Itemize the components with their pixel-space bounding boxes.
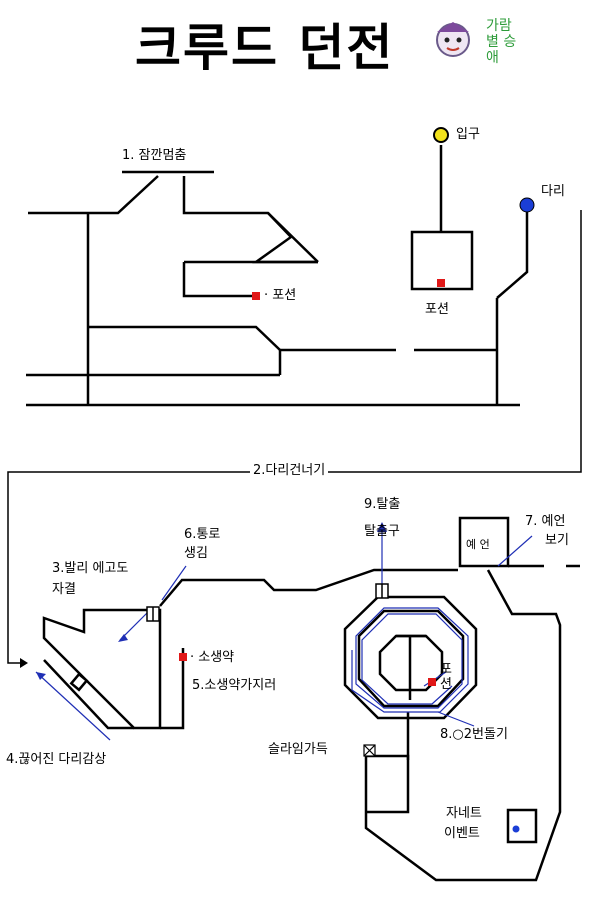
entrance-marker <box>433 127 449 143</box>
balrog-label: 3.발리 에고도 <box>52 561 129 576</box>
potion-branch <box>182 260 318 298</box>
revive-take-label: 5.소생약가지러 <box>192 678 277 693</box>
core-cross <box>396 634 426 700</box>
spiral-guide <box>351 607 469 713</box>
prophecy-label: 7. 예언 <box>525 514 566 529</box>
watermark-text: 가람별 승애 <box>486 18 517 66</box>
escape-label: 9.탈출 <box>364 497 401 512</box>
broken-bridge <box>43 659 134 730</box>
bridge-label: 다리 <box>541 184 565 199</box>
bridge-arrowhead <box>36 672 46 680</box>
janet-sub-label: 이벤트 <box>444 826 480 841</box>
potion-marker-room <box>437 279 445 287</box>
octagon-inner <box>357 609 465 708</box>
upper-corridor-mid <box>182 176 319 263</box>
corridor-350 <box>278 348 497 375</box>
east-wall <box>364 569 562 882</box>
prophecy-arrow <box>497 535 533 567</box>
corridor-327 <box>88 325 281 351</box>
prophecy-room-label: 예 언 <box>466 538 490 551</box>
path-label: 6.통로 <box>184 527 221 542</box>
janet-room-link <box>506 808 538 844</box>
bridge-arrow <box>35 671 111 741</box>
prophecy-room <box>458 516 510 568</box>
upper-corridor-left <box>28 175 159 215</box>
door-icon <box>375 583 389 599</box>
prophecy-sub-label: 보기 <box>545 533 569 548</box>
pause-label: 1. 잠깐멈춤 <box>122 148 187 163</box>
bridge-marker <box>519 197 535 213</box>
entrance-label: 입구 <box>456 127 480 142</box>
revive-marker <box>179 653 187 661</box>
revive-corridor <box>160 648 185 730</box>
triangle-room <box>252 212 318 264</box>
door-icon <box>146 606 160 622</box>
spiral-potion-marker <box>428 678 436 686</box>
balrog-room <box>42 608 162 730</box>
route-line <box>7 210 582 664</box>
spiral-turns-label: 8.○2번돌기 <box>440 727 508 742</box>
entrance-room <box>410 230 474 291</box>
balrog-arrow <box>119 609 151 641</box>
balrog-arrowhead <box>118 634 128 642</box>
path-corridor <box>159 568 458 607</box>
path-arrow <box>161 565 187 601</box>
bridge-gap-marker <box>69 672 89 692</box>
mascot-icon <box>436 22 470 57</box>
potion-marker-left <box>252 292 260 300</box>
potion-label-room: 포션 <box>425 302 449 317</box>
slime-label: 슬라임가득 <box>268 742 328 757</box>
bridge-corridor <box>496 210 529 299</box>
path-sub-label: 생김 <box>184 546 208 561</box>
balrog-sub-label: 자결 <box>52 582 76 597</box>
janet-label: 자네트 <box>446 806 482 821</box>
page-title: 크루드 던전 <box>135 19 395 77</box>
potion-label-left: · 포션 <box>264 288 297 303</box>
broken-bridge-label: 4.끊어진 다리감상 <box>6 752 107 767</box>
spiral-arrow <box>437 711 475 727</box>
octagon-core <box>378 634 444 692</box>
route-arrowhead <box>20 658 28 668</box>
octagon-outer <box>343 595 478 720</box>
escape-sub-label: 탈출구 <box>364 524 400 539</box>
escape-arrowhead <box>377 522 387 532</box>
janet-marker <box>512 825 520 833</box>
x-box-icon <box>363 744 376 757</box>
spiral-potion-label: 포션 <box>440 662 452 692</box>
revive-potion-label: · 소생약 <box>190 650 235 665</box>
cross-bridge-label: 2.다리건너기 <box>250 463 329 479</box>
